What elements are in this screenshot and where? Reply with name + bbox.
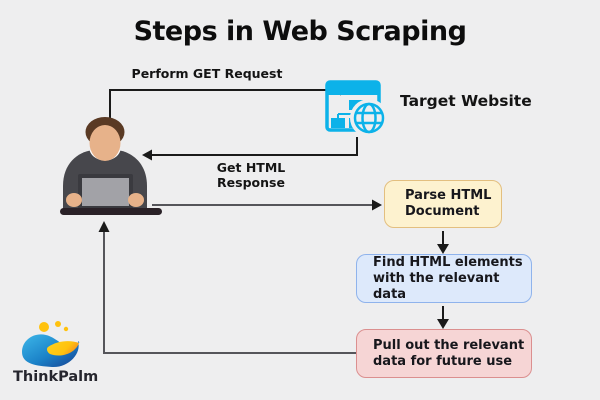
parse-to-find-arrow xyxy=(437,231,449,254)
get-request-label: Perform GET Request xyxy=(131,66,283,81)
find-elements-box: Find HTML elements with the relevant dat… xyxy=(356,254,532,303)
return-to-user-arrow xyxy=(98,221,356,354)
website-icon xyxy=(325,80,388,137)
response-label: Get HTML Response xyxy=(216,160,286,190)
target-website-label: Target Website xyxy=(400,92,532,110)
parse-html-box-line1: Parse HTML xyxy=(405,188,492,203)
pull-data-box: Pull out the relevant data for future us… xyxy=(356,329,532,378)
find-to-pull-arrow xyxy=(437,306,449,329)
laptop-icon xyxy=(60,174,162,215)
html-response-arrow xyxy=(142,137,358,161)
find-elements-box-line2: with the relevant data xyxy=(373,270,500,302)
globe-icon xyxy=(350,99,388,137)
user-at-laptop-icon xyxy=(60,117,162,215)
page-title: Steps in Web Scraping xyxy=(133,16,467,47)
send-to-parse-arrow xyxy=(152,199,382,211)
parse-html-box-line2: Document xyxy=(405,204,480,219)
pull-data-box-line1: Pull out the relevant xyxy=(373,337,525,353)
thinkpalm-logo-text: ThinkPalm xyxy=(13,369,99,385)
pull-data-box-line2: data for future use xyxy=(373,353,513,369)
parse-html-box: Parse HTML Document xyxy=(384,180,502,228)
thinkpalm-logo-icon xyxy=(22,321,80,368)
find-elements-box-line1: Find HTML elements xyxy=(373,254,523,270)
